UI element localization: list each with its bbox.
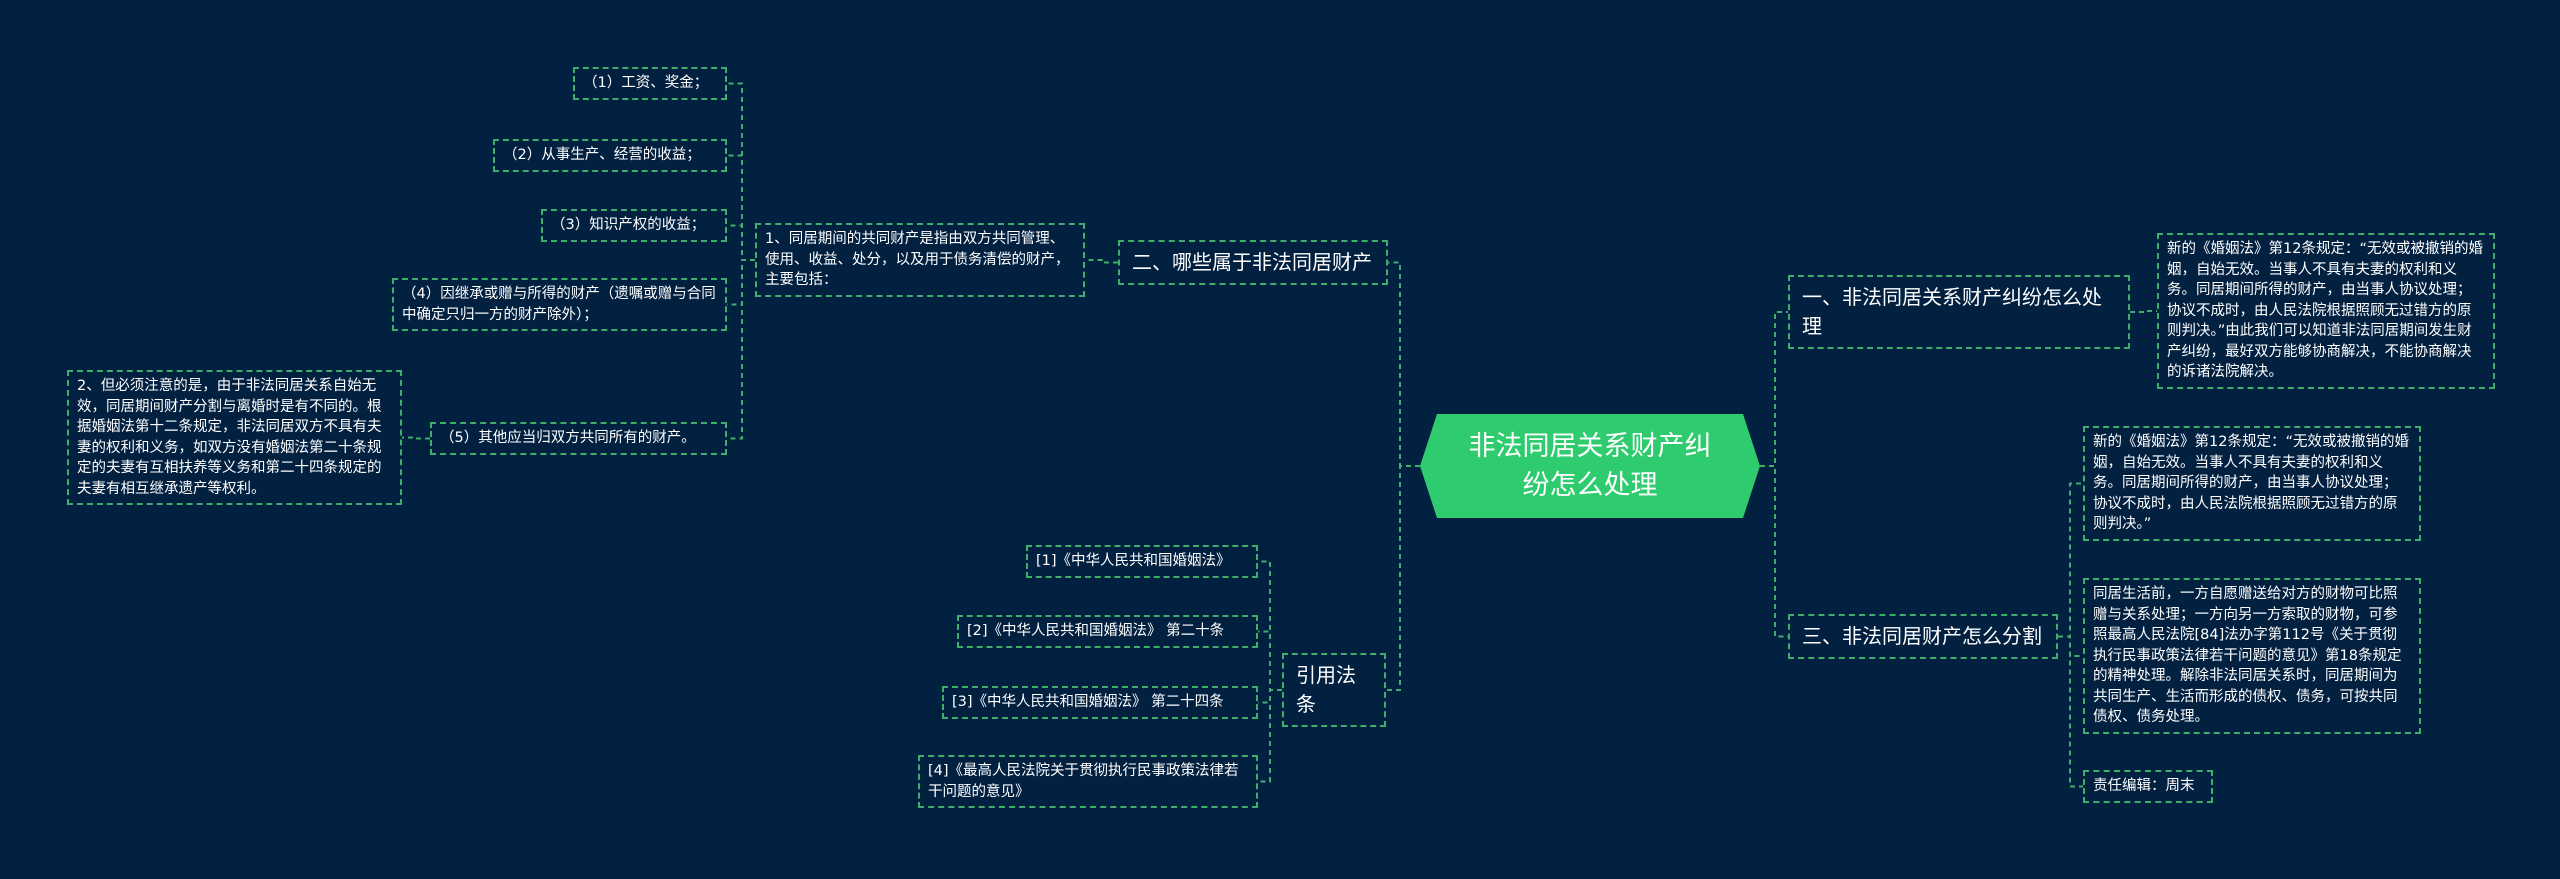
- branch-which-property[interactable]: 二、哪些属于非法同居财产: [1118, 240, 1388, 285]
- property-item-2[interactable]: （2）从事生产、经营的收益；: [493, 139, 727, 172]
- connector-n-law: [1386, 465, 1420, 691]
- connector-n-l4: [1258, 689, 1282, 783]
- connector-n-split: [1760, 465, 1788, 638]
- split-detail-1[interactable]: 新的《婚姻法》第12条规定：“无效或被撤销的婚姻，自始无效。当事人不具有夫妻的权…: [2083, 426, 2421, 541]
- connector-n-l1: [1258, 560, 1282, 691]
- connector-n-i2: [727, 154, 755, 261]
- connector-n-i5: [727, 259, 755, 440]
- property-item-4[interactable]: （4）因继承或赠与所得的财产（遗嘱或赠与合同中确定只归一方的财产除外）；: [392, 278, 727, 332]
- law-item-4[interactable]: [4]《最高人民法院关于贯彻执行民事政策法律若干问题的意见》: [918, 755, 1258, 809]
- law-item-1[interactable]: [1]《中华人民共和国婚姻法》: [1026, 545, 1258, 578]
- root-topic[interactable]: 非法同居关系财产纠纷怎么处理: [1420, 414, 1760, 518]
- editor-credit[interactable]: 责任编辑：周末: [2083, 770, 2213, 803]
- connector-n-dd: [2130, 310, 2157, 313]
- connector-n-intro: [1085, 259, 1118, 264]
- property-item-3[interactable]: （3）知识产权的收益；: [541, 209, 727, 242]
- connector-n-prop: [1388, 261, 1420, 467]
- split-detail-2[interactable]: 同居生活前，一方自愿赠送给对方的财物可比照赠与关系处理；一方向另一方索取的财物，…: [2083, 578, 2421, 735]
- dispute-detail[interactable]: 新的《婚姻法》第12条规定：“无效或被撤销的婚姻，自始无效。当事人不具有夫妻的权…: [2157, 233, 2495, 390]
- connector-n-disp: [1760, 311, 1788, 467]
- law-item-2[interactable]: [2]《中华人民共和国婚姻法》 第二十条: [957, 615, 1258, 648]
- property-item-1[interactable]: （1）工资、奖金；: [573, 67, 727, 100]
- property-note[interactable]: 2、但必须注意的是，由于非法同居关系自始无效，同居期间财产分割与离婚时是有不同的…: [67, 370, 402, 506]
- branch-how-to-handle-dispute[interactable]: 一、非法同居关系财产纠纷怎么处理: [1788, 275, 2130, 349]
- connector-n-i4: [727, 259, 755, 306]
- connector-n-i3: [727, 224, 755, 261]
- connector-n-s3: [2058, 635, 2083, 788]
- branch-how-to-divide-property[interactable]: 三、非法同居财产怎么分割: [1788, 614, 2058, 659]
- connector-n-s1: [2058, 482, 2083, 638]
- property-intro[interactable]: 1、同居期间的共同财产是指由双方共同管理、使用、收益、处分，以及用于债务清偿的财…: [755, 223, 1085, 297]
- law-item-3[interactable]: [3]《中华人民共和国婚姻法》 第二十四条: [942, 686, 1258, 719]
- property-item-5[interactable]: （5）其他应当归双方共同所有的财产。: [430, 422, 727, 455]
- connector-n-note: [402, 436, 430, 440]
- connector-n-l2: [1258, 630, 1282, 691]
- branch-cited-laws[interactable]: 引用法条: [1282, 653, 1386, 727]
